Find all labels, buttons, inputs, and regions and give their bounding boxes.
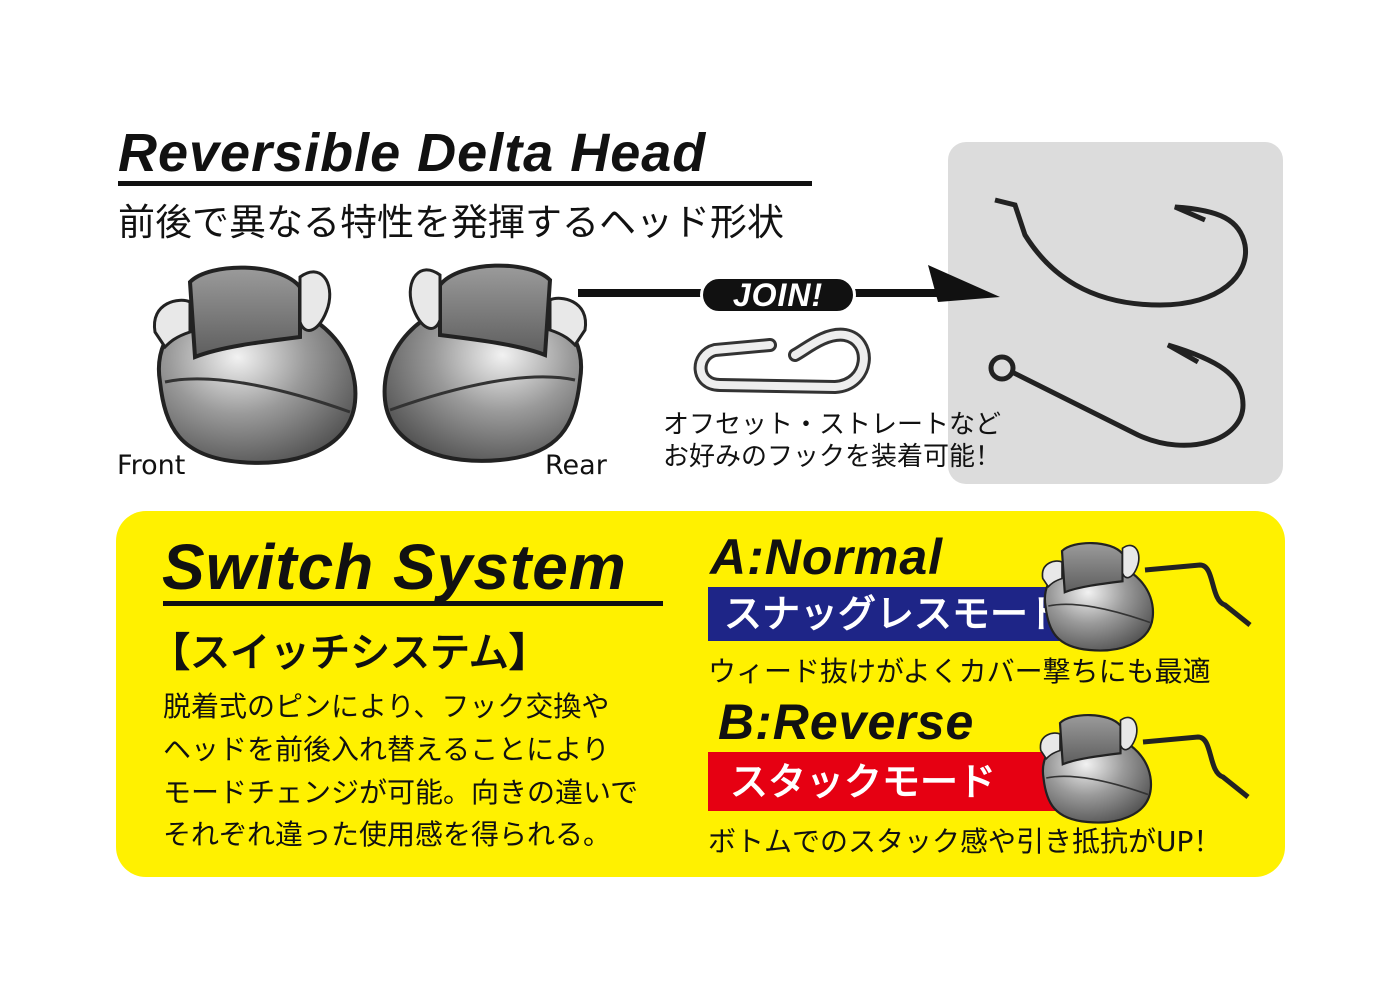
rear-head-illustration: [382, 263, 588, 463]
join-caption-line1: オフセット・ストレートなど: [663, 410, 1002, 440]
mode-b-bar: スタックモード: [708, 752, 1088, 811]
hook-panel: [948, 142, 1283, 484]
offset-hook-illustration: [994, 197, 1249, 308]
mode-a-label: A:Normal: [710, 529, 944, 585]
switch-body-line: モードチェンジが可能。向きの違いで: [163, 776, 639, 809]
switch-subtitle: 【スイッチシステム】: [150, 630, 549, 676]
page-subtitle: 前後で異なる特性を発揮するヘッド形状: [118, 201, 784, 244]
straight-hook-illustration: [988, 342, 1246, 448]
mode-a-bar-text: スナッグレスモード: [724, 592, 1067, 636]
switch-body-line: ヘッドを前後入れ替えることにより: [163, 733, 610, 766]
mode-a-description: ウィード抜けがよくカバー撃ちにも最適: [708, 655, 1211, 688]
switch-underline: [163, 601, 663, 606]
join-badge: JOIN!: [700, 276, 856, 314]
mode-b-head-illustration: [1039, 713, 1250, 824]
switch-title: Switch System: [162, 531, 627, 603]
switch-body-line: 脱着式のピンにより、フック交換や: [163, 690, 610, 723]
join-caption-line2: お好みのフックを装着可能！: [663, 442, 1002, 472]
rear-label: Rear: [545, 450, 607, 481]
mode-a-head-illustration: [1041, 541, 1252, 652]
switch-body-line: それぞれ違った使用感を得られる。: [163, 818, 612, 851]
mode-b-description: ボトムでのスタック感や引き抵抗がUP！: [708, 825, 1222, 858]
mode-b-bar-text: スタックモード: [730, 759, 997, 804]
title-underline: [118, 181, 812, 186]
front-label: Front: [117, 450, 186, 481]
pin-illustration: [693, 327, 871, 395]
mode-a-bar: スナッグレスモード: [708, 587, 1093, 641]
front-head-illustration: [152, 265, 358, 465]
mode-b-label: B:Reverse: [718, 694, 975, 750]
page-title: Reversible Delta Head: [118, 123, 707, 183]
